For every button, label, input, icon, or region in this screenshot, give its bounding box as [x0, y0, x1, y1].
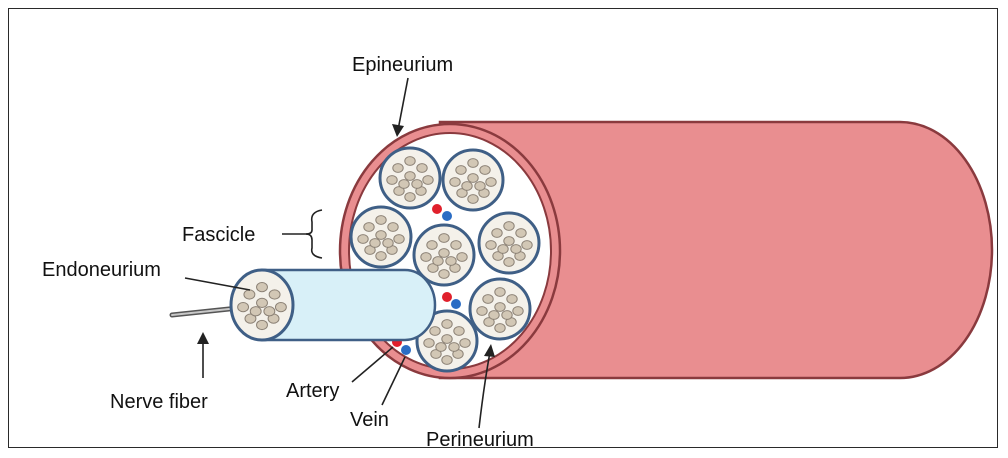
axon	[393, 164, 403, 173]
axon	[442, 356, 452, 365]
artery-label: Artery	[286, 380, 339, 402]
perineurium-label: Perineurium	[426, 429, 534, 451]
axon	[516, 229, 526, 238]
axon	[388, 223, 398, 232]
axon	[495, 288, 505, 297]
axon	[433, 257, 443, 266]
axon	[511, 245, 521, 254]
axon	[244, 290, 255, 299]
axon	[439, 249, 449, 258]
axon	[480, 166, 490, 175]
axon	[423, 176, 433, 185]
axon	[405, 172, 415, 181]
axon	[498, 245, 508, 254]
axon	[504, 258, 514, 267]
axon	[442, 335, 452, 344]
axon	[250, 307, 261, 316]
axon	[424, 339, 434, 348]
axon	[427, 241, 437, 250]
axon	[450, 178, 460, 187]
axon	[449, 343, 459, 352]
axon	[421, 253, 431, 262]
axon	[486, 241, 496, 250]
fascicle-label: Fascicle	[182, 224, 255, 246]
axon	[439, 270, 449, 279]
axon	[504, 222, 514, 231]
axon	[456, 166, 466, 175]
fascicle-bracket	[306, 210, 322, 258]
axon	[383, 239, 393, 248]
vein-dot	[401, 345, 411, 355]
axon	[495, 324, 505, 333]
axon	[275, 302, 286, 311]
axon	[492, 229, 502, 238]
axon	[477, 307, 487, 316]
axon	[486, 178, 496, 187]
axon	[451, 241, 461, 250]
axon	[522, 241, 532, 250]
axon	[412, 180, 422, 189]
fascicle	[443, 150, 503, 210]
axon	[376, 231, 386, 240]
axon	[454, 327, 464, 336]
axon	[399, 180, 409, 189]
fascicle	[351, 207, 411, 267]
axon	[504, 237, 514, 246]
axon	[269, 290, 280, 299]
axon	[446, 257, 456, 266]
axon	[358, 235, 368, 244]
axon	[430, 327, 440, 336]
fascicle	[380, 148, 440, 208]
axon	[387, 176, 397, 185]
epineurium-leader	[398, 78, 408, 130]
axon	[364, 223, 374, 232]
fascicle	[470, 279, 530, 339]
axon	[257, 298, 268, 307]
epineurium-arrowhead	[392, 124, 404, 137]
axon	[257, 283, 268, 292]
artery-leader	[352, 347, 393, 382]
axon	[495, 303, 505, 312]
nerve-fiber-arrowhead	[197, 332, 209, 344]
axon	[376, 252, 386, 261]
axon	[475, 182, 485, 191]
axon	[376, 216, 386, 225]
axon	[238, 302, 249, 311]
axon	[436, 343, 446, 352]
axon	[405, 193, 415, 202]
axon	[394, 235, 404, 244]
axon	[502, 311, 512, 320]
axon	[513, 307, 523, 316]
vein-dot	[442, 211, 452, 221]
axon	[460, 339, 470, 348]
endoneurium-label: Endoneurium	[42, 259, 161, 281]
vein-dot	[451, 299, 461, 309]
axon	[417, 164, 427, 173]
axon	[439, 234, 449, 243]
artery-dot	[432, 204, 442, 214]
axon	[489, 311, 499, 320]
vein-label: Vein	[350, 409, 389, 431]
axon	[468, 159, 478, 168]
nerve-fiber-label: Nerve fiber	[110, 391, 208, 413]
epineurium-label: Epineurium	[352, 54, 453, 76]
axon	[483, 295, 493, 304]
axon	[507, 295, 517, 304]
axon	[462, 182, 472, 191]
vein-leader	[382, 357, 405, 405]
artery-dot	[442, 292, 452, 302]
axon	[457, 253, 467, 262]
fascicle	[479, 213, 539, 273]
axon	[468, 174, 478, 183]
axon	[370, 239, 380, 248]
axon	[405, 157, 415, 166]
axon	[442, 320, 452, 329]
axon	[257, 320, 268, 329]
axon	[264, 307, 275, 316]
axon	[468, 195, 478, 204]
